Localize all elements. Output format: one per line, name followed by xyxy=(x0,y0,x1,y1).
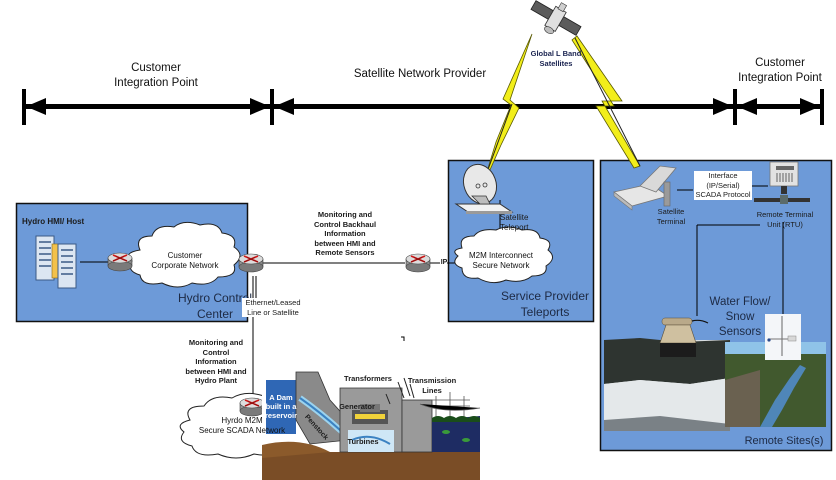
label-line: Customer xyxy=(167,251,203,260)
right-customer-integration-label: Customer Integration Point xyxy=(720,56,836,86)
remote-sites-title: Remote Sites(s) xyxy=(744,435,824,447)
label-line: Snow xyxy=(725,311,755,323)
hydro-plant-info-label: Monitoring and Control Information betwe… xyxy=(180,338,252,386)
ethernet-link-label: Ethernet/Leased Line or Satellite xyxy=(242,298,304,317)
label-line: between HMI and xyxy=(314,238,376,248)
label-line: Unit (RTU) xyxy=(767,219,803,229)
water-flow-sensor-icon xyxy=(659,317,709,357)
label-line: Control Backhaul xyxy=(313,219,377,229)
satellite-teleport-label: Satellite Teleport xyxy=(500,213,540,232)
left-boundary-tick xyxy=(22,89,26,125)
m2m-interconnect-label: M2M Interconnect Secure Network xyxy=(456,251,546,271)
hydro-plant-illustration xyxy=(262,371,482,480)
m2m-interconnect-cloud xyxy=(454,226,553,284)
service-provider-title: Service Provider Teleports xyxy=(492,288,598,320)
satellite-icon xyxy=(530,0,582,36)
label-line: between HMI and xyxy=(185,366,247,376)
label-line: SCADA Protocol xyxy=(695,190,751,199)
label-line: Ethernet/Leased xyxy=(245,298,301,307)
router-icon xyxy=(107,252,133,272)
label-line: Control xyxy=(202,347,230,357)
snow-sensor-icon xyxy=(765,314,801,360)
label-line: Service Provider xyxy=(500,289,590,303)
interface-scada-protocol-label: Interface (IP/Serial) SCADA Protocol xyxy=(694,171,752,200)
customer-corporate-network-label: Customer Corporate Network xyxy=(136,251,234,271)
label-line: Satellites xyxy=(539,58,573,68)
lightning-bolt-terminal-icon xyxy=(571,35,641,169)
satellite-terminal-icon xyxy=(613,165,677,211)
label-line: Corporate Network xyxy=(151,261,219,270)
satellite-terminal-label: Satellite Terminal xyxy=(648,207,694,226)
label-line: Water Flow/ xyxy=(709,296,771,308)
satellite-dish-icon xyxy=(454,163,514,214)
label-line: Interface xyxy=(708,171,738,180)
label-line: Integration Point xyxy=(738,72,822,84)
turbines-label: Turbines xyxy=(347,437,379,446)
router-icon xyxy=(238,253,264,273)
satellite-network-provider-label: Satellite Network Provider xyxy=(353,68,487,80)
label-line: Secure Network xyxy=(472,261,530,270)
label-line: Global L Band xyxy=(530,49,582,58)
transformers-label: Transformers xyxy=(344,374,392,383)
label-line: reservoir xyxy=(264,411,298,420)
global-l-band-satellites-label: Global L Band Satellites xyxy=(526,49,586,68)
hydro-hmi-host-label: Hydro HMI/ Host xyxy=(22,217,85,226)
label-line: Teleports xyxy=(520,305,570,319)
label-line: Hydro Plant xyxy=(194,376,238,385)
router-icon xyxy=(239,397,265,417)
transmission-lines-label: Transmission Lines xyxy=(402,376,462,395)
router-icon xyxy=(405,253,431,273)
label-line: A Dam xyxy=(269,393,293,402)
hydro-control-center-title: Hydro Control Center xyxy=(160,290,270,322)
label-line: Line or Satellite xyxy=(247,307,299,317)
left-customer-integration-label: Customer Integration Point xyxy=(96,61,216,91)
label-line: Satellite xyxy=(500,213,529,222)
mid-left-boundary-tick xyxy=(270,89,274,125)
label-line: Transmission xyxy=(407,376,457,385)
label-line: Monitoring and xyxy=(317,210,373,219)
generator-label: Generator xyxy=(339,402,375,411)
label-line: Information xyxy=(324,229,366,238)
label-line: Remote Sensors xyxy=(315,248,375,257)
customer-corporate-network-cloud xyxy=(127,221,241,288)
label-line: Sensors xyxy=(718,326,762,338)
rtu-icon xyxy=(754,161,810,204)
scope-arrow-bar xyxy=(22,89,824,125)
label-line: Integration Point xyxy=(114,77,198,89)
water-flow-snow-sensors-label: Water Flow/ Snow Sensors xyxy=(700,295,780,340)
label-line: Lines xyxy=(422,385,442,395)
server-host-icon xyxy=(35,235,77,289)
label-line: Secure SCADA Network xyxy=(198,426,286,435)
rtu-label: Remote Terminal Unit (RTU) xyxy=(750,210,820,229)
mid-right-boundary-tick xyxy=(733,89,737,125)
label-line: Hyrdo M2M xyxy=(221,416,263,425)
label-line: Customer xyxy=(131,62,181,74)
label-line: Center xyxy=(196,307,234,321)
label-line: Hydro Control xyxy=(177,291,253,305)
label-line: Teleport xyxy=(500,222,529,232)
label-line: M2M Interconnect xyxy=(468,251,534,260)
label-line: Information xyxy=(195,357,237,366)
right-boundary-tick xyxy=(820,89,824,125)
dam-reservoir-label: A Dam built in a reservoir xyxy=(264,393,298,420)
label-line: Terminal xyxy=(656,216,686,226)
backhaul-info-label: Monitoring and Control Backhaul Informat… xyxy=(300,210,390,258)
ip-label: IP xyxy=(440,259,448,266)
label-line: (IP/Serial) xyxy=(706,180,740,190)
label-line: Satellite xyxy=(657,207,685,216)
label-line: Customer xyxy=(755,57,805,69)
label-line: Remote Terminal xyxy=(756,210,814,219)
hydro-m2m-scada-label: Hyrdo M2M Secure SCADA Network xyxy=(184,416,300,436)
label-line: Monitoring and xyxy=(188,338,244,347)
label-line: built in a xyxy=(265,402,297,411)
